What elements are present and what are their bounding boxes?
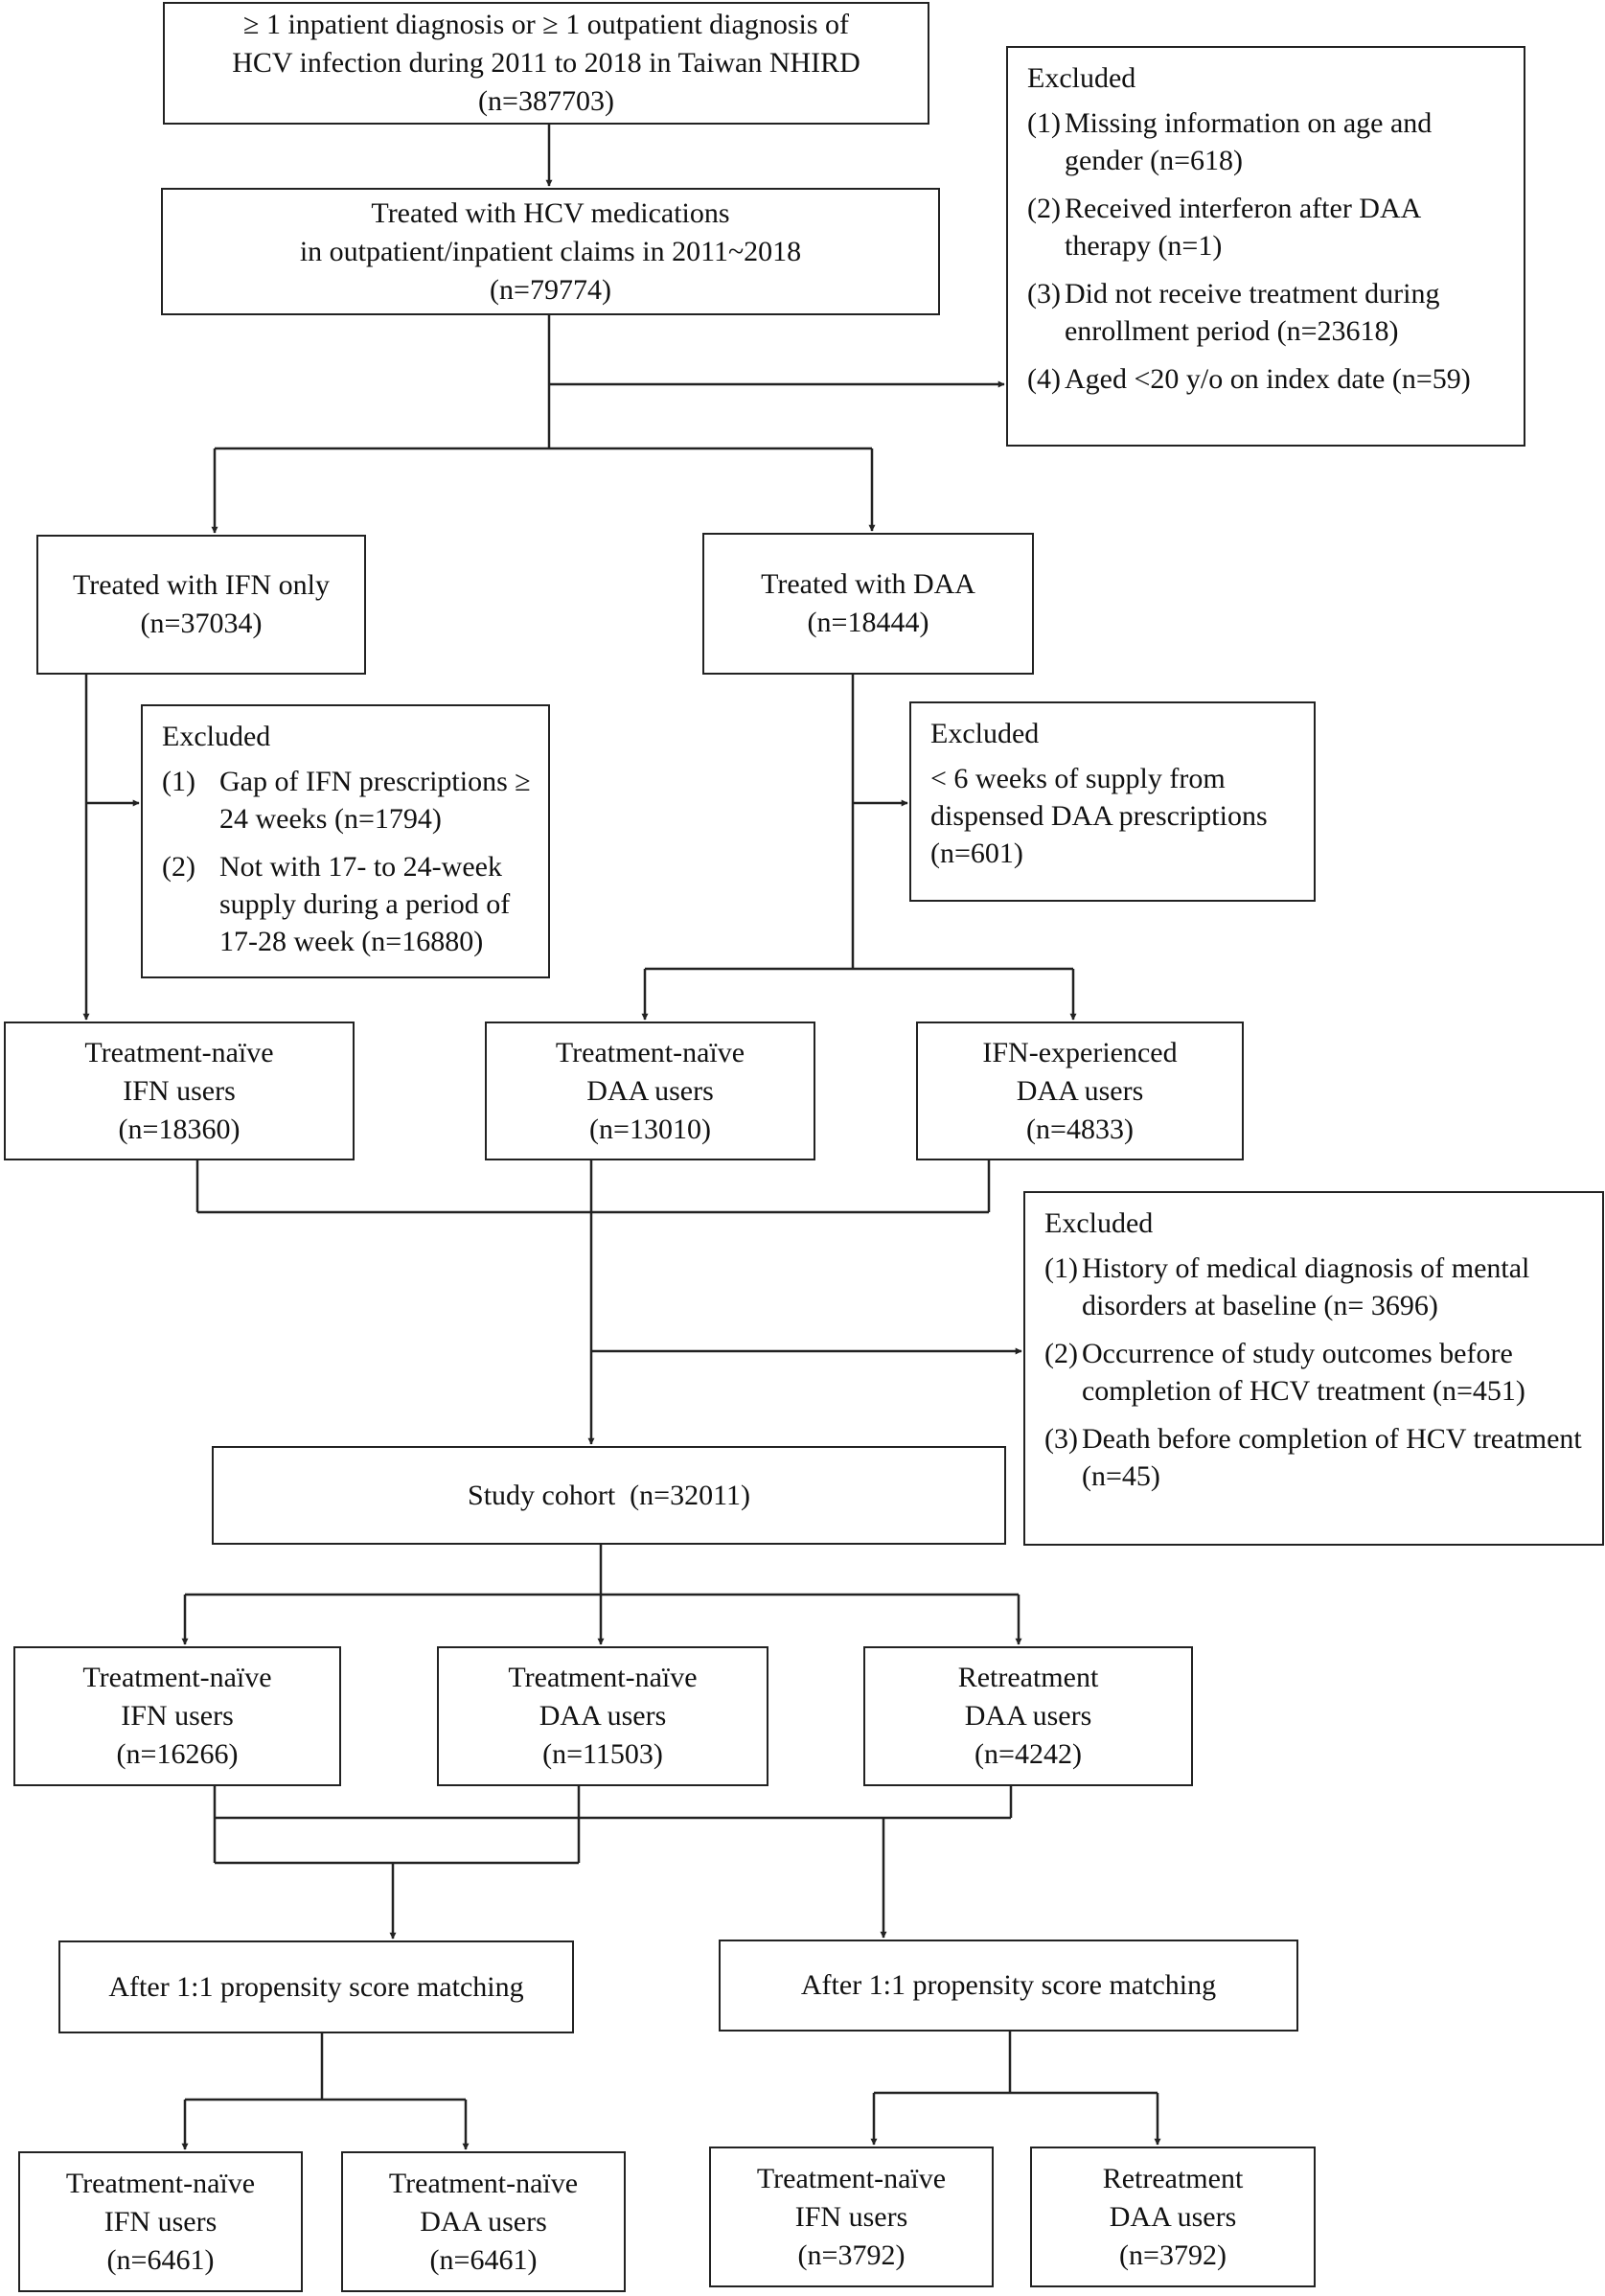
- box-line-2: IFN users: [123, 1074, 236, 1107]
- item-text: Received interferon after DAA therapy (n…: [1064, 193, 1420, 262]
- exclusion-item: (2)Received interferon after DAA therapy…: [1027, 190, 1506, 264]
- box-line-2: DAA users: [539, 1700, 667, 1732]
- psm-left-label: After 1:1 propensity score matching: [108, 1970, 524, 2003]
- item-text: Death before completion of HCV treatment…: [1081, 1423, 1582, 1492]
- box-count: (n=3792): [797, 2239, 906, 2271]
- exclusion-item: (4)Aged <20 y/o on index date (n=59): [1027, 360, 1506, 398]
- item-text: Did not receive treatment during enrollm…: [1064, 278, 1440, 347]
- study-cohort-label: Study cohort (n=32011): [468, 1479, 750, 1511]
- box-line-2: DAA users: [1109, 2200, 1237, 2233]
- item-text: Occurrence of study outcomes before comp…: [1081, 1338, 1525, 1407]
- box-line-1: Treatment-naïve: [388, 2167, 579, 2199]
- box-line-2: IFN users: [121, 1700, 234, 1732]
- excluded-title: Excluded: [1027, 62, 1136, 94]
- item-number: (2): [1027, 193, 1061, 224]
- item-number: (3): [1027, 278, 1061, 310]
- exclusion-item: (2)Occurrence of study outcomes before c…: [1044, 1335, 1585, 1410]
- box-line-1: Treatment-naïve: [756, 2162, 947, 2194]
- box-line-1: Retreatment: [957, 1662, 1099, 1693]
- excluded-box-initial: Excluded (1)Missing information on age a…: [1006, 46, 1525, 447]
- box-line-1: Treatment-naïve: [84, 1036, 274, 1068]
- box-count: (n=16266): [116, 1738, 239, 1770]
- box-line-2: DAA users: [1016, 1074, 1144, 1107]
- matched-retreatment-daa-box: Retreatment DAA users (n=3792): [1030, 2147, 1316, 2287]
- cohort-treatment-naive-daa-box: Treatment-naïve DAA users (n=11503): [437, 1646, 768, 1786]
- excluded-box-cohort: Excluded (1)History of medical diagnosis…: [1023, 1191, 1604, 1546]
- exclusion-item: (1)History of medical diagnosis of menta…: [1044, 1250, 1585, 1324]
- box-count: (n=11503): [542, 1738, 663, 1770]
- source-line-2: HCV infection during 2011 to 2018 in Tai…: [232, 47, 860, 79]
- treated-hcv-box: Treated with HCV medications in outpatie…: [161, 188, 940, 315]
- excluded-box-ifn: Excluded (1) Gap of IFN prescriptions ≥ 2…: [141, 704, 550, 978]
- ifn-experienced-daa-box: IFN-experienced DAA users (n=4833): [916, 1022, 1244, 1160]
- treated-line-2: in outpatient/inpatient claims in 2011~2…: [299, 235, 802, 267]
- source-count: (n=387703): [478, 85, 614, 117]
- box-line-2: DAA users: [964, 1700, 1092, 1732]
- box-line-2: IFN users: [794, 2200, 908, 2233]
- exclusion-item: (1) Gap of IFN prescriptions ≥ 24 weeks (…: [162, 763, 531, 838]
- exclusion-item: (3)Death before completion of HCV treatm…: [1044, 1420, 1585, 1495]
- box-line-1: Treatment-naïve: [508, 1662, 698, 1693]
- treatment-naive-ifn-box: Treatment-naïve IFN users (n=18360): [4, 1022, 355, 1160]
- exclusion-item: (3)Did not receive treatment during enro…: [1027, 275, 1506, 350]
- box-count: (n=4242): [974, 1738, 1082, 1770]
- box-count: (n=4833): [1026, 1113, 1134, 1145]
- excluded-title: Excluded: [930, 718, 1040, 749]
- treatment-naive-daa-box: Treatment-naïve DAA users (n=13010): [485, 1022, 815, 1160]
- box-line-1: Retreatment: [1102, 2162, 1244, 2194]
- cohort-treatment-naive-ifn-box: Treatment-naïve IFN users (n=16266): [13, 1646, 341, 1786]
- box-count: (n=3792): [1119, 2239, 1227, 2271]
- matched-naive-ifn-left-box: Treatment-naïve IFN users (n=6461): [18, 2151, 303, 2292]
- source-population-box: ≥ 1 inpatient diagnosis or ≥ 1 outpatien…: [163, 2, 929, 125]
- excluded-box-daa: Excluded < 6 weeks of supply from dispen…: [909, 701, 1316, 902]
- ifn-only-count: (n=37034): [140, 608, 263, 639]
- treated-count: (n=79774): [490, 273, 611, 306]
- item-text: Gap of IFN prescriptions ≥ 24 weeks (n=1…: [219, 766, 531, 835]
- box-count: (n=6461): [106, 2243, 215, 2276]
- psm-right-label: After 1:1 propensity score matching: [800, 1969, 1217, 2001]
- excluded-title: Excluded: [1044, 1207, 1154, 1239]
- item-text: Missing information on age and gender (n…: [1064, 107, 1433, 176]
- item-text: History of medical diagnosis of mental d…: [1081, 1252, 1530, 1321]
- box-count: (n=18360): [118, 1113, 241, 1145]
- matched-naive-ifn-right-box: Treatment-naïve IFN users (n=3792): [709, 2147, 994, 2287]
- treated-line-1: Treated with HCV medications: [371, 196, 730, 229]
- box-count: (n=6461): [429, 2243, 538, 2276]
- item-number: (1): [1027, 107, 1061, 139]
- excluded-title: Excluded: [162, 721, 271, 752]
- item-number: (2): [1044, 1338, 1078, 1369]
- item-text: Not with 17- to 24-week supply during a …: [219, 851, 511, 957]
- box-line-2: DAA users: [586, 1074, 714, 1107]
- daa-box: Treated with DAA (n=18444): [702, 533, 1034, 675]
- exclusion-text: < 6 weeks of supply from dispensed DAA p…: [930, 763, 1268, 869]
- box-line-1: IFN-experienced: [982, 1036, 1178, 1068]
- daa-label: Treated with DAA: [761, 568, 975, 600]
- ifn-only-label: Treated with IFN only: [72, 569, 331, 601]
- source-line-1: ≥ 1 inpatient diagnosis or ≥ 1 outpatien…: [242, 9, 850, 40]
- daa-count: (n=18444): [807, 607, 929, 638]
- box-line-2: IFN users: [103, 2205, 218, 2238]
- cohort-retreatment-daa-box: Retreatment DAA users (n=4242): [863, 1646, 1193, 1786]
- study-cohort-box: Study cohort (n=32011): [212, 1446, 1006, 1545]
- item-number: (1): [162, 766, 195, 797]
- item-text: Aged <20 y/o on index date (n=59): [1064, 363, 1471, 395]
- psm-right-box: After 1:1 propensity score matching: [719, 1940, 1298, 2032]
- item-number: (4): [1027, 363, 1061, 395]
- box-line-1: Treatment-naïve: [555, 1036, 745, 1068]
- matched-naive-daa-box: Treatment-naïve DAA users (n=6461): [341, 2151, 626, 2292]
- item-number: (1): [1044, 1252, 1078, 1284]
- exclusion-item: (1)Missing information on age and gender…: [1027, 104, 1506, 179]
- box-line-1: Treatment-naïve: [82, 1662, 272, 1693]
- item-number: (2): [162, 851, 195, 883]
- exclusion-item: (2) Not with 17- to 24-week supply during…: [162, 848, 531, 960]
- box-count: (n=13010): [589, 1113, 711, 1145]
- ifn-only-box: Treated with IFN only (n=37034): [36, 535, 366, 675]
- box-line-1: Treatment-naïve: [65, 2167, 256, 2199]
- box-line-2: DAA users: [420, 2205, 547, 2238]
- item-number: (3): [1044, 1423, 1078, 1455]
- psm-left-box: After 1:1 propensity score matching: [58, 1940, 574, 2033]
